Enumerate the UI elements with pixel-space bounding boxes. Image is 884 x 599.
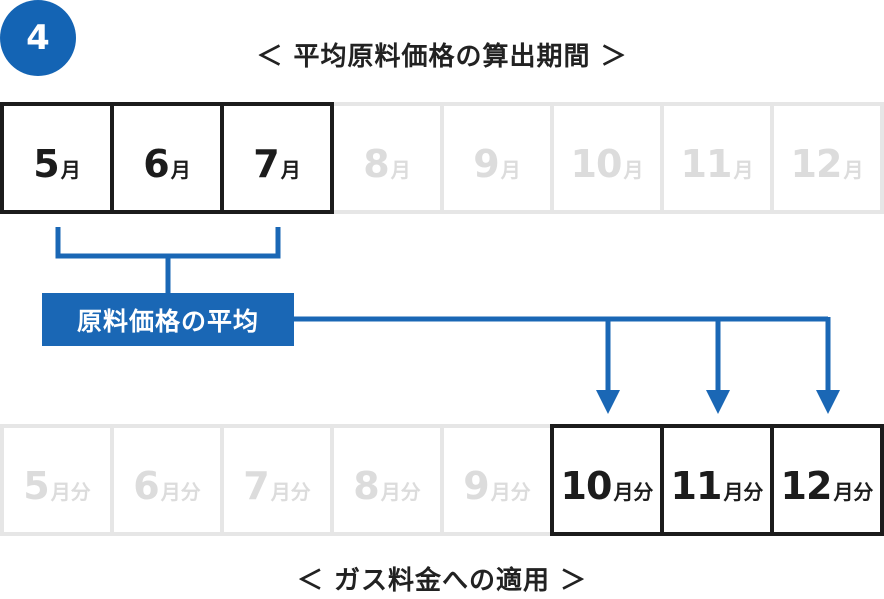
averaging-label: 原料価格の平均 [42,293,294,346]
month-number: 7 [253,142,279,186]
month-unit: 月 [500,158,521,182]
month-unit: 月分 [833,480,874,504]
month-number: 8 [363,142,389,186]
arrowhead-12 [816,390,840,414]
step-number: 4 [26,18,50,58]
month-unit: 月分 [380,480,421,504]
month-number: 11 [680,142,733,186]
gas-rate-application-heading: ＜ ガス料金への適用 ＞ [296,566,588,596]
month-unit: 月 [280,158,301,182]
month-number: 10 [560,464,613,508]
month-unit: 月分 [270,480,311,504]
month-unit: 月 [170,158,191,182]
month-unit: 月分 [50,480,91,504]
month-number: 6 [143,142,169,186]
step-number-badge: 4 [0,0,76,76]
bracket-line [55,227,281,259]
month-number: 5 [33,142,59,186]
month-number: 10 [570,142,623,186]
month-unit: 月分 [160,480,201,504]
month-unit: 月分 [490,480,531,504]
month-number: 6 [133,464,159,508]
month-unit: 月 [623,158,644,182]
month-number: 11 [670,464,723,508]
month-number: 7 [243,464,269,508]
month-unit: 月 [843,158,864,182]
calculation-period-heading: ＜ 平均原料価格の算出期間 ＞ [256,42,628,72]
month-number: 8 [353,464,379,508]
month-number: 9 [473,142,499,186]
month-unit: 月分 [723,480,764,504]
month-unit: 月分 [613,480,654,504]
month-unit: 月 [390,158,411,182]
month-number: 12 [790,142,843,186]
month-number: 5 [23,464,49,508]
month-number: 9 [463,464,489,508]
arrowhead-11 [706,390,730,414]
month-number: 12 [780,464,833,508]
month-unit: 月 [60,158,81,182]
month-unit: 月 [733,158,754,182]
arrowhead-10 [596,390,620,414]
